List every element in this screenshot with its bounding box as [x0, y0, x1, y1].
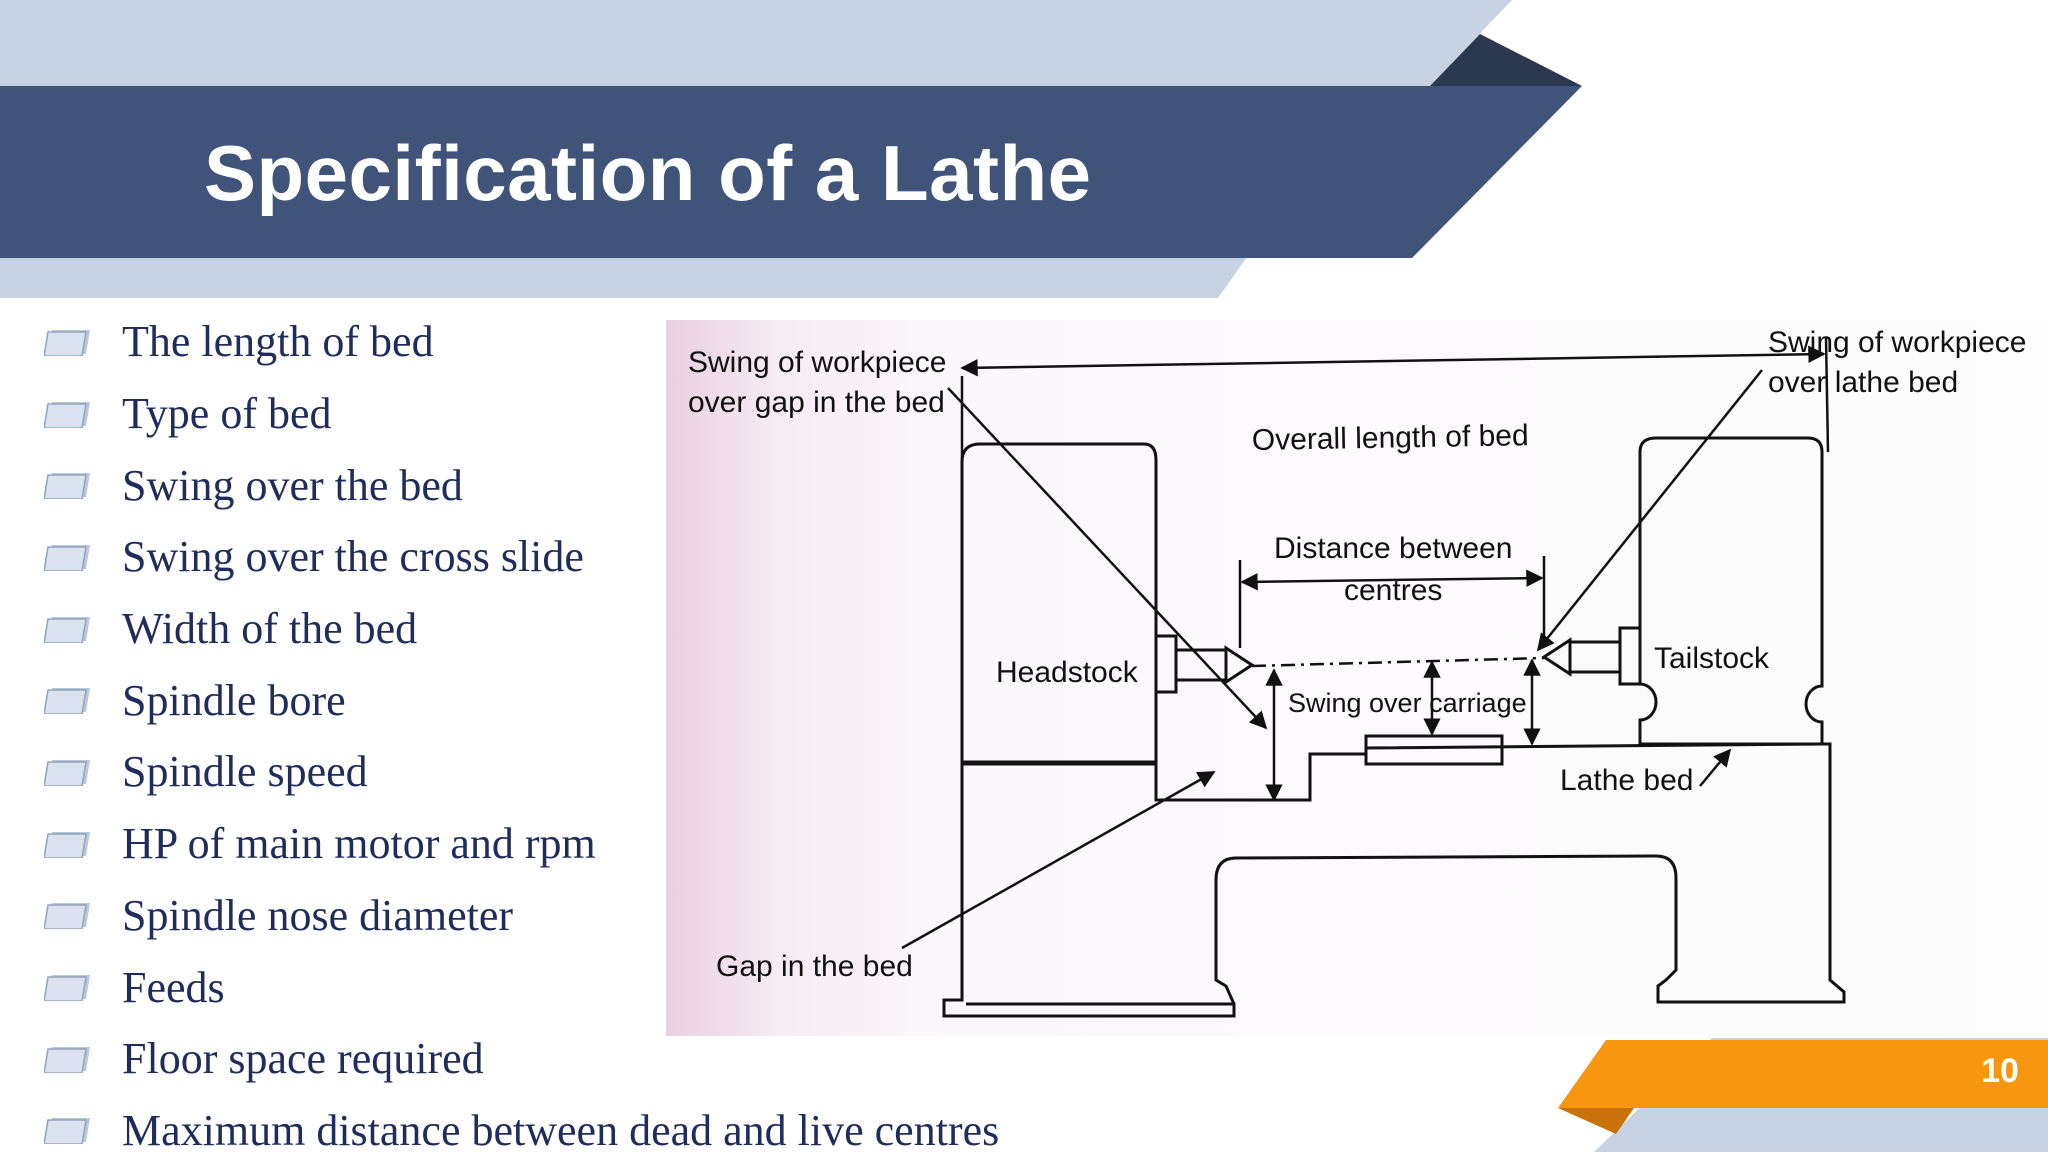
bullet-text: HP of main motor and rpm	[122, 819, 596, 869]
bullet-item: Feeds	[44, 951, 999, 1023]
bullet-icon	[44, 831, 90, 858]
bullet-item: Swing over the cross slide	[44, 521, 999, 593]
swing-bed-leader	[1536, 369, 1763, 652]
header-dark-triangle	[1430, 34, 1582, 86]
bullet-icon	[44, 903, 90, 930]
label-distance-2: centres	[1344, 574, 1442, 607]
lathe-bed-leader	[1699, 748, 1732, 787]
bullet-text: Maximum distance between dead and live c…	[122, 1105, 1000, 1155]
bullet-icon	[44, 329, 90, 356]
live-centre	[1224, 645, 1255, 685]
bullet-text: Spindle bore	[122, 675, 346, 725]
bullet-icon	[44, 401, 90, 428]
bullet-icon	[44, 759, 90, 786]
bullet-text: Type of bed	[122, 389, 332, 439]
bullet-item: Maximum distance between dead and live c…	[44, 1095, 999, 1166]
bullet-icon	[44, 544, 90, 571]
bullet-item: Type of bed	[44, 378, 999, 450]
bullet-text: Spindle nose diameter	[122, 890, 514, 940]
label-swing-gap-1: Swing of workpiece	[688, 346, 946, 379]
carriage	[1364, 734, 1504, 766]
bullet-item: HP of main motor and rpm	[44, 808, 999, 880]
bullet-text: Swing over the bed	[122, 460, 463, 510]
bullet-list: The length of bed Type of bed Swing over…	[44, 306, 999, 1166]
label-lathe-bed: Lathe bed	[1560, 764, 1693, 797]
centre-line	[1251, 656, 1545, 668]
label-swing-bed-2: over lathe bed	[1768, 366, 1958, 399]
header-main-banner	[0, 86, 1582, 258]
bullet-text: The length of bed	[122, 317, 434, 367]
bullet-item: Floor space required	[44, 1023, 999, 1095]
headstock-body	[960, 442, 1158, 766]
footer-orange-band	[1558, 1040, 2048, 1108]
label-headstock: Headstock	[996, 656, 1139, 689]
label-swing-carriage: Swing over carriage	[1288, 688, 1527, 718]
bullet-text: Feeds	[122, 962, 225, 1012]
label-gap-bed: Gap in the bed	[716, 950, 913, 983]
bullet-text: Spindle speed	[122, 747, 368, 797]
dead-centre	[1541, 637, 1572, 677]
label-swing-gap-2: over gap in the bed	[688, 386, 945, 419]
bullet-item: Spindle bore	[44, 664, 999, 736]
bullet-item: Spindle nose diameter	[44, 880, 999, 952]
label-tailstock: Tailstock	[1654, 642, 1770, 675]
gap-bed-leader	[901, 770, 1216, 950]
bullet-text: Swing over the cross slide	[122, 532, 584, 582]
header-lower-band	[0, 250, 1252, 298]
label-swing-bed-1: Swing of workpiece	[1768, 326, 2026, 359]
bullet-icon	[44, 688, 90, 715]
page-number: 10	[1981, 1052, 2019, 1090]
label-overall-length: Overall length of bed	[1252, 419, 1529, 457]
lathe-diagram: Swing of workpiece over gap in the bed S…	[666, 320, 2048, 1036]
bullet-icon	[44, 1118, 90, 1145]
bullet-icon	[44, 975, 90, 1002]
bullet-icon	[44, 616, 90, 643]
header-light-band	[0, 0, 1512, 86]
bullet-item: Width of the bed	[44, 593, 999, 665]
lathe-bed-outline	[942, 742, 1846, 1018]
bullet-text: Width of the bed	[122, 604, 418, 654]
swing-gap-leader	[947, 387, 1268, 730]
footer-orange-shadow	[1558, 1108, 1634, 1134]
slide-title: Specification of a Lathe	[204, 129, 1092, 217]
label-distance-1: Distance between	[1274, 532, 1512, 565]
bullet-icon	[44, 473, 90, 500]
bullet-icon	[44, 1046, 90, 1073]
bullet-item: The length of bed	[44, 306, 999, 378]
bullet-text: Floor space required	[122, 1034, 484, 1084]
bullet-item: Swing over the bed	[44, 449, 999, 521]
bullet-item: Spindle speed	[44, 736, 999, 808]
